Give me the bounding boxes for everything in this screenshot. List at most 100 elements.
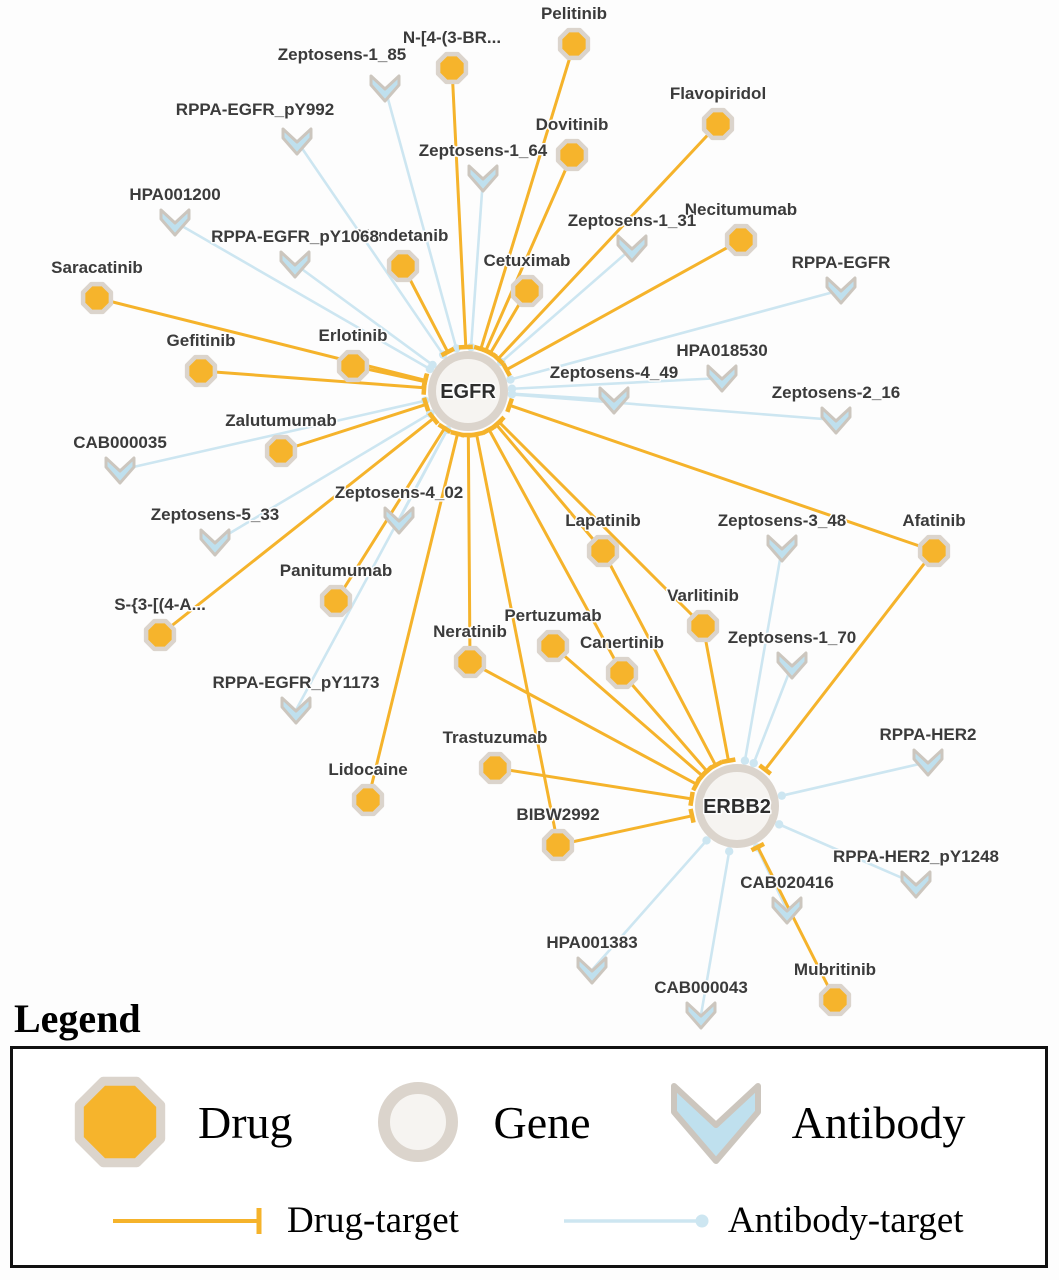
antibody-node-Zeptosens-5_33[interactable] [199,528,231,557]
drug-label-Dovitinib: Dovitinib [536,115,609,134]
drug-node-N-[4-(3-BR...[interactable] [435,51,469,85]
drug-octagon-icon [74,1076,166,1168]
antibody-node-Zeptosens-4_49[interactable] [598,386,630,415]
edge-antibody-target [777,823,918,886]
drug-target-tee [695,769,709,783]
antibody-node-Zeptosens-2_16[interactable] [820,406,852,435]
drug-node-Saracatinib[interactable] [80,281,114,315]
antibody-label-Zeptosens-3_48: Zeptosens-3_48 [718,511,847,530]
antibody-node-HPA001383[interactable] [576,956,608,985]
edge-antibody-target [752,663,794,765]
antibody-node-RPPA-HER2[interactable] [912,748,944,777]
drug-node-BIBW2992[interactable] [541,828,575,862]
drug-target-tee [481,424,497,435]
antibody-node-Zeptosens-4_02[interactable] [383,506,415,535]
antibody-target-dot [724,847,734,856]
antibody-label-RPPA-EGFR_pY1173: RPPA-EGFR_pY1173 [213,673,380,692]
drug-node-Zalutumumab[interactable] [264,434,298,468]
edge-drug-target [508,403,936,553]
antibody-node-RPPA-EGFR_pY1068[interactable] [279,250,311,279]
drug-node-Gefitinib[interactable] [184,354,218,388]
antibody-node-CAB000043[interactable] [685,1001,717,1030]
edge-drug-target [505,238,743,372]
antibody-node-RPPA-EGFR[interactable] [825,276,857,305]
edge-drug-target [551,644,704,778]
edge-drug-target [763,549,936,772]
antibody-label-CAB020416: CAB020416 [740,873,834,892]
edge-antibody-target [510,393,838,422]
drug-node-Lapatinib[interactable] [586,534,620,568]
drug-node-Vandetanib[interactable] [386,249,420,283]
drug-node-Cetuximab[interactable] [510,274,544,308]
antibody-label-HPA001383: HPA001383 [546,933,637,952]
gene-node-ERBB2[interactable] [695,764,779,848]
drug-node-Panitumumab[interactable] [319,584,353,618]
antibody-node-Zeptosens-3_48[interactable] [766,534,798,563]
gene-node-EGFR[interactable] [428,351,508,431]
drug-node-Afatinib[interactable] [917,534,951,568]
antibody-node-HPA001200[interactable] [159,208,191,237]
drug-node-Dovitinib[interactable] [555,138,589,172]
antibody-node-Zeptosens-1_85[interactable] [369,74,401,103]
edge-drug-target [479,42,576,351]
drug-label-Trastuzumab: Trastuzumab [443,728,548,747]
legend-label-drug: Drug [198,1096,293,1148]
antibody-chevron-icon [670,1083,761,1164]
antibody-label-Zeptosens-5_33: Zeptosens-5_33 [151,505,280,524]
legend-item-gene: Gene [368,1072,591,1172]
edge-drug-target [468,660,699,786]
edge-drug-target [493,766,694,801]
edge-antibody-target [383,86,458,350]
edge-drug-target [620,671,709,773]
drug-target-tee [437,422,452,434]
drug-node-Trastuzumab[interactable] [478,751,512,785]
drug-label-Cetuximab: Cetuximab [484,251,571,270]
edge-antibody-target [469,176,485,349]
drug-node-S-{3-[(4-A...[interactable] [143,618,177,652]
edge-drug-target [484,153,574,353]
drug-node-Pelitinib[interactable] [557,27,591,61]
drug-target-tee [505,397,515,413]
edge-drug-target [450,66,468,349]
antibody-node-Zeptosens-1_64[interactable] [467,164,499,193]
drug-node-Pertuzumab[interactable] [536,629,570,663]
antibody-node-RPPA-EGFR_pY992[interactable] [281,127,313,156]
antibody-node-CAB020416[interactable] [771,896,803,925]
drug-node-Neratinib[interactable] [453,645,487,679]
antibody-label-Zeptosens-4_49: Zeptosens-4_49 [550,363,679,382]
drug-label-Vandetanib: Vandetanib [358,226,449,245]
drug-target-tee [750,841,766,853]
legend-item-drug: Drug [68,1070,293,1174]
antibody-label-Zeptosens-1_85: Zeptosens-1_85 [278,45,407,64]
drug-label-Varlitinib: Varlitinib [667,586,739,605]
antibody-node-Zeptosens-1_31[interactable] [616,234,648,263]
antibody-node-RPPA-HER2_pY1248[interactable] [900,870,932,899]
antibody-label-HPA001200: HPA001200 [129,185,220,204]
antibody-label-RPPA-HER2_pY1248: RPPA-HER2_pY1248 [833,847,999,866]
drug-node-Varlitinib[interactable] [686,609,720,643]
drug-node-Erlotinib[interactable] [336,349,370,383]
edge-drug-target [496,122,720,361]
gene-circle-icon [377,1082,458,1162]
edge-antibody-target [590,839,708,972]
drug-node-Lidocaine[interactable] [351,783,385,817]
drug-node-Necitumumab[interactable] [724,223,758,257]
drug-node-Canertinib[interactable] [605,656,639,690]
drug-node-Mubritinib[interactable] [818,983,852,1017]
drug-target-tee [758,763,773,776]
drug-target-tee [469,430,484,438]
antibody-label-Zeptosens-1_31: Zeptosens-1_31 [568,211,697,230]
drug-label-Flavopiridol: Flavopiridol [670,84,766,103]
antibody-node-CAB000035[interactable] [104,456,136,485]
legend-label-gene: Gene [493,1096,591,1148]
antibody-target-dot [506,375,515,384]
antibody-node-HPA018530[interactable] [706,364,738,393]
drug-target-tee [458,344,473,350]
antibody-target-dot [507,390,517,399]
edge-antibody-target [743,546,784,762]
antibody-node-RPPA-EGFR_pY1173[interactable] [280,696,312,725]
edge-drug-target [756,845,837,1002]
drug-node-Flavopiridol[interactable] [701,107,735,141]
antibody-node-Zeptosens-1_70[interactable] [776,651,808,680]
